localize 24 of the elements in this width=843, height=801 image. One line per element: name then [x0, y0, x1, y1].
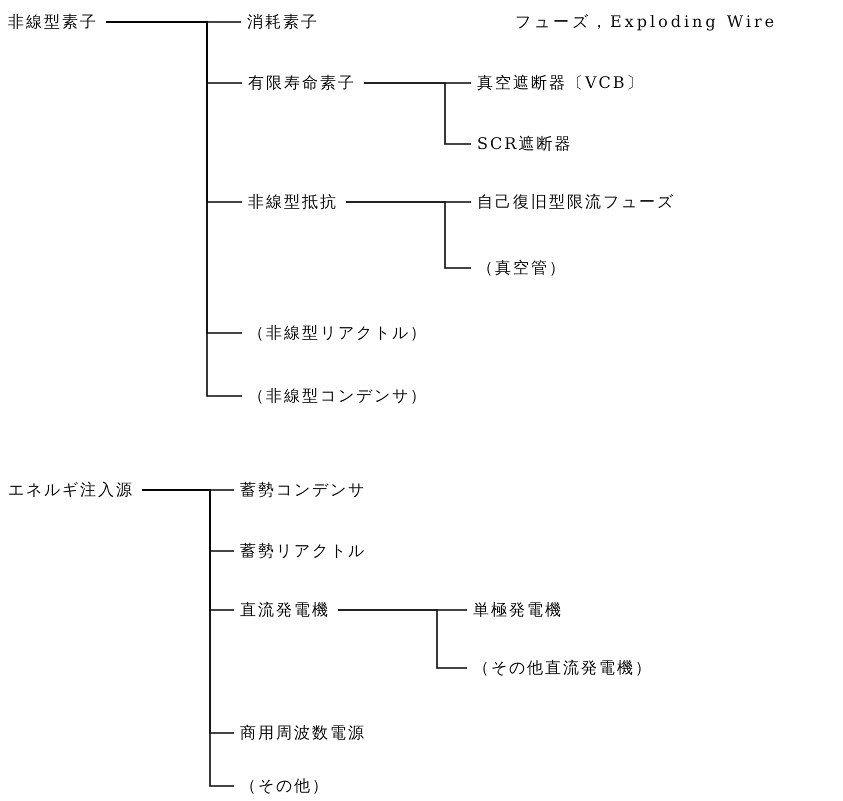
tree-label: （非線型リアクトル）	[248, 323, 428, 343]
connector-line	[346, 201, 471, 269]
tree-label: 非線型素子	[8, 12, 98, 32]
tree-label: 非線型抵抗	[248, 192, 338, 212]
tree-label: 蓄勢リアクトル	[240, 541, 366, 561]
tree-label: 蓄勢コンデンサ	[240, 480, 366, 500]
tree-label: （その他直流発電機）	[473, 658, 653, 678]
tree-label: （その他）	[240, 776, 330, 796]
tree-label: （真空管）	[477, 258, 567, 278]
tree-label: （非線型コンデンサ）	[248, 386, 428, 406]
tree-label: 真空遮断器〔VCB〕	[477, 73, 645, 93]
connector-line	[142, 489, 234, 787]
tree-label: 単極発電機	[473, 600, 563, 620]
connector-line	[338, 609, 467, 669]
tree-label: SCR遮断器	[477, 134, 572, 154]
tree-label: 有限寿命素子	[248, 73, 356, 93]
connector-line	[106, 21, 242, 397]
note-text: フューズ，Exploding Wire	[515, 12, 778, 32]
connector-line	[364, 82, 471, 145]
tree-label: 自己復旧型限流フューズ	[477, 192, 675, 212]
tree-label: エネルギ注入源	[8, 480, 134, 500]
tree-label: 消耗素子	[247, 12, 319, 32]
tree-label: 直流発電機	[240, 600, 330, 620]
tree-label: 商用周波数電源	[240, 723, 366, 743]
